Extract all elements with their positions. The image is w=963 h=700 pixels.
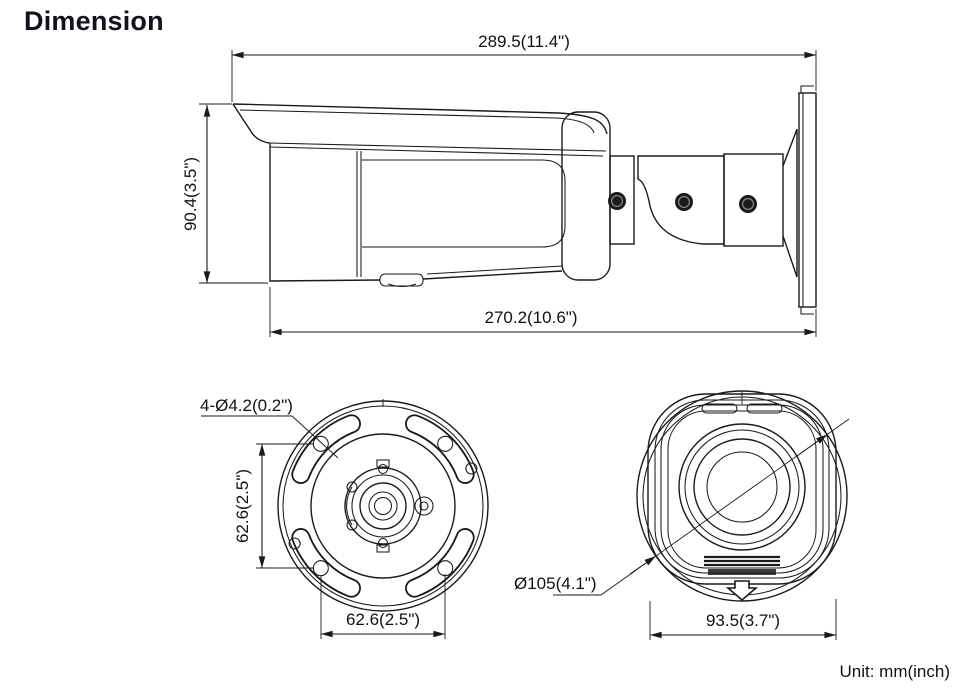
- dim-label-hole-spacing-horizontal: 62.6(2.5"): [346, 610, 420, 629]
- mounting-slot: [291, 414, 361, 484]
- arm-segment: [637, 155, 725, 245]
- bottom-vent-band: [704, 555, 780, 575]
- ring-notch: [465, 462, 478, 475]
- dim-label-mounting-holes: 4-Ø4.2(0.2"): [200, 396, 293, 415]
- base-inner-circle: [310, 433, 456, 579]
- camera-rear-cap: [561, 111, 611, 281]
- ir-window-slot: [701, 403, 738, 414]
- dim-label-overall-length: 289.5(11.4"): [478, 32, 570, 51]
- back-view: 4-Ø4.2(0.2") 62.6(2.5") 62.6(2.5"): [200, 396, 489, 639]
- sunshield-outline: [232, 103, 608, 157]
- dim-label-diameter: Ø105(4.1"): [514, 574, 597, 593]
- dim-label-face-width: 93.5(3.7"): [706, 611, 780, 630]
- ring-notch: [288, 537, 301, 550]
- locking-knob-icon: [608, 192, 626, 210]
- mount-cone: [782, 128, 798, 278]
- dim-overall-length: 289.5(11.4"): [231, 32, 817, 102]
- callout-diameter: Ø105(4.1"): [514, 418, 850, 596]
- screw-hole: [437, 435, 454, 452]
- callout-mounting-holes: 4-Ø4.2(0.2"): [200, 396, 339, 459]
- ir-window-slot: [746, 403, 783, 414]
- dim-label-body-length: 270.2(10.6"): [485, 308, 578, 327]
- lens-icon: [678, 423, 806, 551]
- mounting-slot: [405, 528, 475, 598]
- mounting-arm: [608, 85, 817, 315]
- center-hub: [344, 459, 434, 553]
- dim-hole-spacing-vertical: 62.6(2.5"): [233, 443, 314, 569]
- down-arrow-icon: [725, 580, 759, 602]
- arm-block: [723, 153, 784, 247]
- mounting-slot: [291, 528, 361, 598]
- front-view: Ø105(4.1") 93.5(3.7"): [514, 390, 850, 640]
- cable-clip: [379, 273, 424, 287]
- unit-note: Unit: mm(inch): [839, 662, 950, 681]
- dim-body-length: 270.2(10.6"): [269, 287, 817, 337]
- dim-height: 90.4(3.5"): [181, 103, 268, 284]
- page-title: Dimension: [24, 6, 164, 36]
- locking-knob-icon: [675, 193, 693, 211]
- camera-body-outline: [269, 143, 566, 288]
- dim-hole-spacing-horizontal: 62.6(2.5"): [320, 574, 446, 639]
- front-face: [647, 391, 837, 585]
- mounting-base: [277, 399, 489, 612]
- mounting-slot: [405, 414, 475, 484]
- wall-plate: [798, 92, 817, 308]
- dim-label-height: 90.4(3.5"): [181, 157, 200, 231]
- dim-label-hole-spacing-vertical: 62.6(2.5"): [233, 469, 252, 543]
- dim-face-width: 93.5(3.7"): [649, 599, 837, 640]
- locking-knob-icon: [739, 195, 757, 213]
- side-view: 289.5(11.4") 90.4(3.5") 270.2(10.6"): [181, 32, 817, 337]
